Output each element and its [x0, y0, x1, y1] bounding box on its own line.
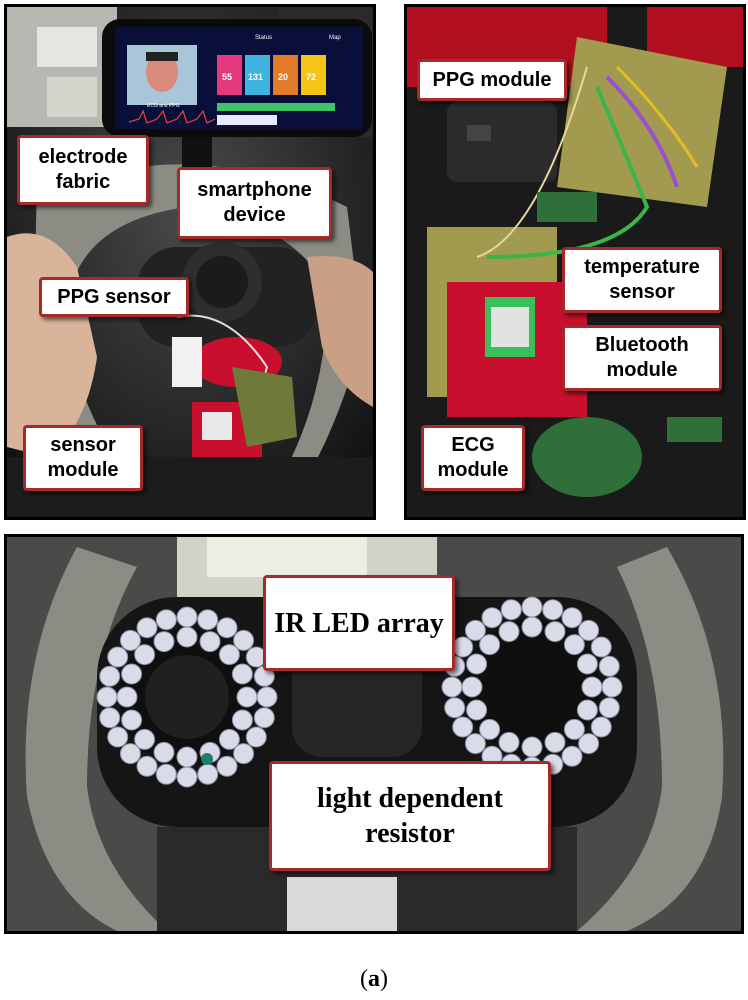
ir-led	[544, 621, 566, 643]
figure-caption: (a)	[0, 966, 748, 993]
ir-led	[99, 665, 121, 687]
ir-led	[116, 686, 138, 708]
ir-led	[452, 716, 474, 738]
callout-bluetooth-module: Bluetooth module	[562, 325, 722, 391]
ir-led	[256, 686, 278, 708]
ir-led	[498, 621, 520, 643]
ir-led	[153, 631, 175, 653]
ir-led	[544, 731, 566, 753]
ir-led	[578, 733, 600, 755]
ir-led	[464, 619, 486, 641]
ir-led	[521, 596, 543, 618]
phone-header-map: Map	[329, 35, 341, 41]
callout-electrode-fabric: electrode fabric	[17, 135, 149, 205]
callout-ppg-sensor: PPG sensor	[39, 277, 189, 317]
ir-led	[479, 634, 501, 656]
phone-header-status: Status	[255, 35, 273, 41]
callout-smartphone-device: smartphone device	[177, 167, 332, 239]
phone-tile-1: 55	[222, 72, 233, 82]
photo-ir-led-array: IR LED array light dependent resistor	[4, 534, 744, 934]
ir-led-group	[96, 596, 623, 788]
callout-temperature-sensor: temperature sensor	[562, 247, 722, 313]
ir-led	[466, 699, 488, 721]
ir-led	[233, 743, 255, 765]
ir-led	[176, 766, 198, 788]
ir-led	[563, 718, 585, 740]
ir-led	[233, 629, 255, 651]
ir-led	[444, 697, 466, 719]
callout-sensor-module: sensor module	[23, 425, 143, 491]
ir-led	[155, 609, 177, 631]
callout-ecg-module: ECG module	[421, 425, 525, 491]
ir-led	[216, 755, 238, 777]
ir-led	[134, 728, 156, 750]
ir-led	[500, 599, 522, 621]
ir-led	[598, 655, 620, 677]
ir-led	[563, 634, 585, 656]
phone-chart-label: ECG and PPG	[147, 103, 180, 109]
ir-led	[218, 728, 240, 750]
caption-letter: a	[368, 966, 380, 992]
ir-led	[199, 631, 221, 653]
ir-led	[119, 629, 141, 651]
ir-led	[236, 686, 258, 708]
ir-led	[119, 743, 141, 765]
ir-led	[578, 619, 600, 641]
callout-ir-led-array: IR LED array	[263, 575, 455, 671]
ir-led	[107, 646, 129, 668]
ir-led	[218, 644, 240, 666]
ir-led	[197, 763, 219, 785]
ir-led	[590, 716, 612, 738]
ir-led	[498, 731, 520, 753]
ir-led	[461, 676, 483, 698]
phone-tile-3: 20	[278, 72, 289, 82]
ir-led	[561, 745, 583, 767]
ir-led	[176, 746, 198, 768]
ir-led	[452, 636, 474, 658]
ir-led	[561, 607, 583, 629]
caption-close: )	[380, 966, 388, 992]
ir-led	[231, 709, 253, 731]
ir-led	[153, 741, 175, 763]
phone-tile-2: 131	[248, 72, 264, 82]
ir-led	[479, 718, 501, 740]
ir-led	[576, 653, 598, 675]
ir-led	[121, 709, 143, 731]
ir-led	[155, 763, 177, 785]
ir-led	[441, 676, 463, 698]
ldr-dot	[201, 753, 213, 765]
ir-led	[136, 617, 158, 639]
ir-led	[216, 617, 238, 639]
ir-led	[481, 607, 503, 629]
callout-ppg-module: PPG module	[417, 59, 567, 101]
ir-led	[107, 726, 129, 748]
ir-led	[121, 663, 143, 685]
ir-led	[601, 676, 623, 698]
ir-led	[96, 686, 118, 708]
ir-led	[136, 755, 158, 777]
callout-light-dependent-resistor: light dependent resistor	[269, 761, 551, 871]
caption-open: (	[360, 966, 368, 992]
ir-led	[99, 707, 121, 729]
ir-led	[521, 616, 543, 638]
photo-sensor-boards: PPG module temperature sensor Bluetooth …	[404, 4, 746, 520]
ir-led	[521, 736, 543, 758]
ir-led	[134, 644, 156, 666]
ir-led	[245, 726, 267, 748]
ir-led	[466, 653, 488, 675]
ir-led	[231, 663, 253, 685]
ir-led	[590, 636, 612, 658]
ir-led	[542, 599, 564, 621]
ir-led	[576, 699, 598, 721]
phone-tile-4: 72	[306, 72, 317, 82]
photo-steering-wheel-with-smartphone: Status Map 55 131 20 72 ECG and PPG elec…	[4, 4, 376, 520]
ir-led	[581, 676, 603, 698]
ir-led	[253, 707, 275, 729]
ir-led	[464, 733, 486, 755]
ir-led	[176, 606, 198, 628]
ir-led	[176, 626, 198, 648]
ir-led	[197, 609, 219, 631]
ir-led	[598, 697, 620, 719]
